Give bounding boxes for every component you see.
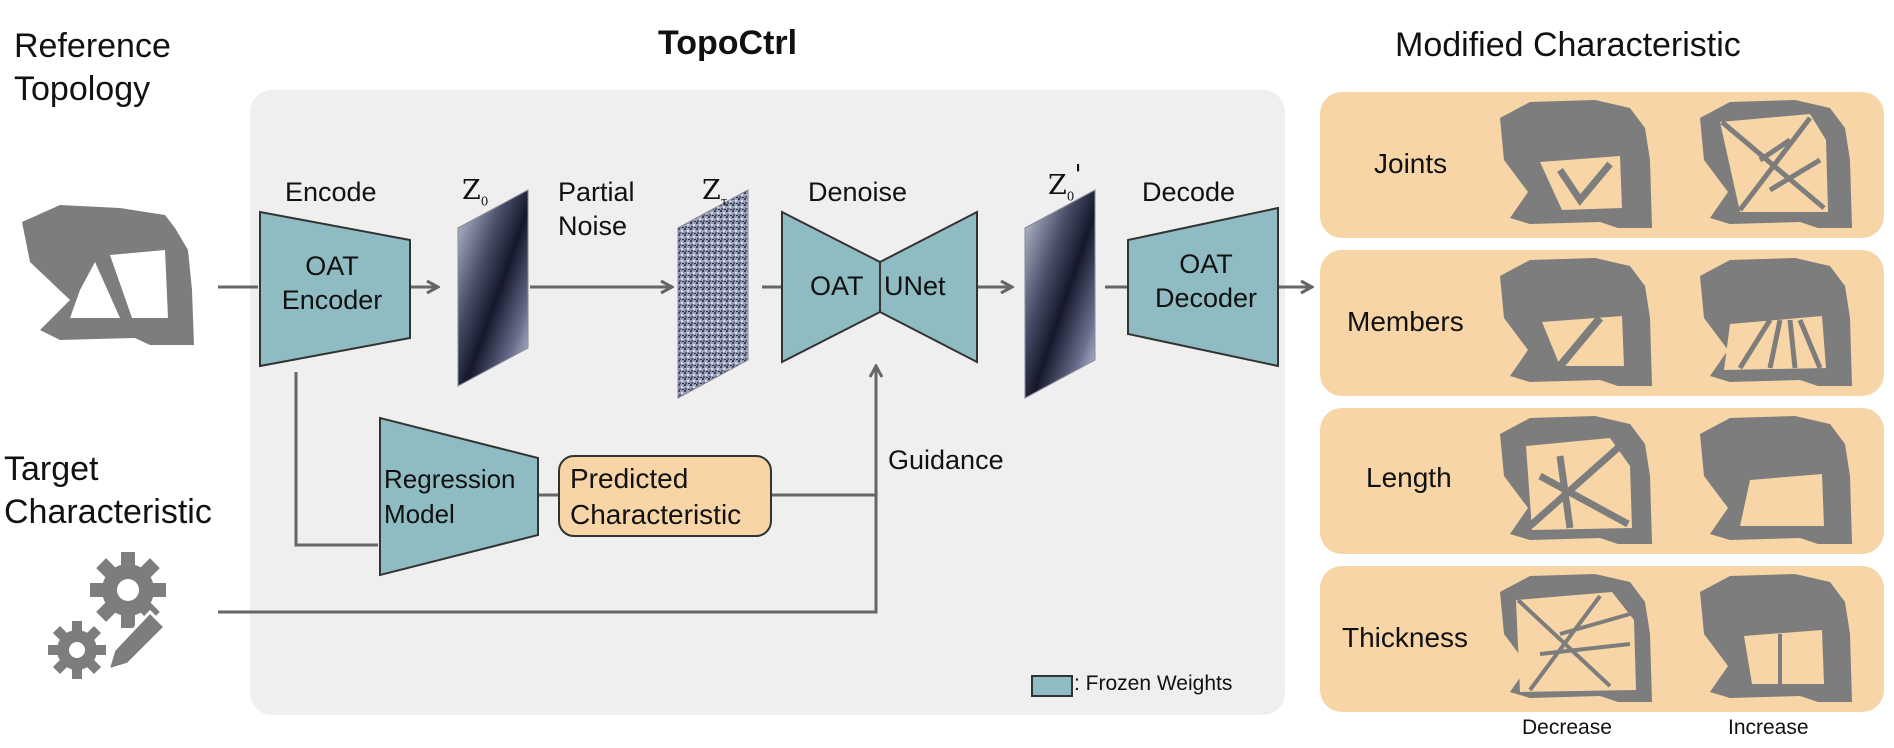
- oat-decoder-label: OAT Decoder: [1154, 249, 1258, 313]
- gear-pencil-icon: [48, 552, 168, 679]
- zt-noise-image: [677, 189, 749, 399]
- members-decrease-topology: [1500, 258, 1652, 386]
- row-label-joints: Joints: [1374, 148, 1448, 179]
- increase-label: Increase: [1728, 716, 1809, 739]
- z0-label: Z0: [462, 175, 489, 209]
- length-increase-topology: [1700, 416, 1852, 544]
- joints-decrease-topology: [1500, 100, 1652, 228]
- predicted-characteristic-box: Predicted Characteristic: [558, 455, 772, 537]
- length-decrease-topology: [1500, 416, 1652, 544]
- encode-label: Encode: [285, 177, 377, 207]
- row-label-length: Length: [1366, 462, 1452, 493]
- oat-decoder-block: [1127, 206, 1279, 368]
- oat-encoder-label: OAT Encoder: [281, 251, 383, 315]
- row-label-thickness: Thickness: [1342, 622, 1469, 653]
- unet-left-label: OAT: [810, 271, 864, 301]
- partial-noise-label: Partial Noise: [558, 177, 635, 241]
- joints-increase-topology: [1700, 100, 1852, 228]
- z0-latent-image: [457, 189, 529, 387]
- thickness-decrease-topology: [1500, 574, 1652, 702]
- denoise-label: Denoise: [808, 177, 908, 207]
- guidance-label: Guidance: [888, 445, 1004, 475]
- members-increase-topology: [1700, 258, 1852, 386]
- regression-model-label: Regression Model: [384, 464, 516, 530]
- z0-prime-latent-image: [1024, 189, 1096, 399]
- reference-topology-shape: [22, 205, 194, 345]
- legend-swatch: [1031, 675, 1073, 697]
- decode-label: Decode: [1142, 177, 1236, 207]
- oat-encoder-block: [259, 210, 411, 368]
- topoctrl-title: TopoCtrl: [658, 24, 798, 62]
- regression-model-block: [379, 416, 539, 577]
- thickness-increase-topology: [1700, 574, 1852, 702]
- target-characteristic-label: Target Characteristic: [4, 450, 212, 531]
- modified-characteristic-title: Modified Characteristic: [1395, 26, 1741, 64]
- reference-topology-label: Reference Topology: [14, 27, 171, 108]
- row-label-members: Members: [1347, 306, 1464, 337]
- oat-unet-right-block: [879, 210, 978, 364]
- zt-label: Zτ: [702, 175, 728, 209]
- legend-label: : Frozen Weights: [1074, 672, 1233, 695]
- z0-prime-label: Z0': [1048, 160, 1082, 204]
- decrease-label: Decrease: [1522, 716, 1612, 739]
- unet-right-label: UNet: [884, 271, 946, 301]
